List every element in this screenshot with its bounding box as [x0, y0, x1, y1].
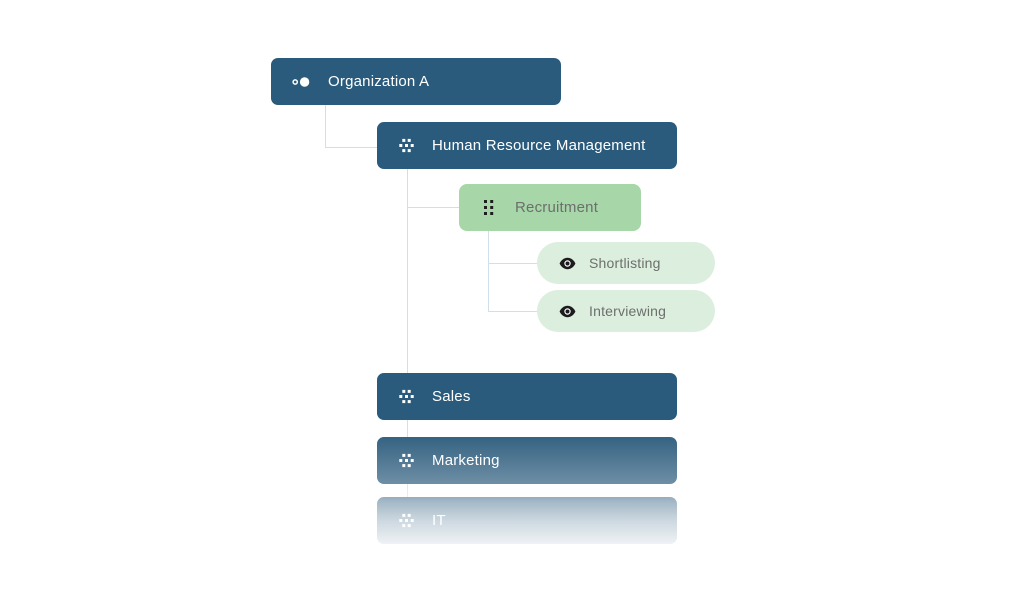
- connector-line: [488, 231, 489, 311]
- connector-line: [488, 263, 537, 264]
- node-label: Marketing: [432, 452, 500, 469]
- node-label: Sales: [432, 388, 471, 405]
- eye-icon[interactable]: [559, 305, 576, 318]
- dot-cluster-icon: [398, 137, 415, 154]
- node-label: Recruitment: [515, 199, 599, 216]
- tree-node-human-resource-management[interactable]: Human Resource Management: [377, 122, 677, 169]
- dot-cluster-icon: [398, 388, 415, 405]
- dot-cluster-icon: [398, 452, 415, 469]
- node-label: Shortlisting: [589, 255, 661, 271]
- eye-icon[interactable]: [559, 257, 576, 270]
- node-label: Interviewing: [589, 303, 667, 319]
- connector-line: [407, 169, 408, 373]
- connector-line: [407, 207, 459, 208]
- connector-line: [488, 311, 537, 312]
- tree-node-recruitment[interactable]: Recruitment: [459, 184, 641, 231]
- tree-node-organization-a[interactable]: Organization A: [271, 58, 561, 105]
- node-label: IT: [432, 512, 446, 529]
- tree-node-marketing[interactable]: Marketing: [377, 437, 677, 484]
- connector-line: [325, 105, 326, 147]
- node-label: Organization A: [328, 73, 430, 90]
- tree-node-shortlisting[interactable]: Shortlisting: [537, 242, 715, 284]
- tree-node-interviewing[interactable]: Interviewing: [537, 290, 715, 332]
- connector-line: [325, 147, 377, 148]
- dot-cluster-icon: [398, 512, 415, 529]
- two-circles-icon: [292, 76, 311, 88]
- connector-line: [407, 420, 408, 437]
- tree-node-it[interactable]: IT: [377, 497, 677, 544]
- connector-line: [407, 484, 408, 497]
- tree-node-sales[interactable]: Sales: [377, 373, 677, 420]
- grip-dots-icon[interactable]: [483, 199, 495, 216]
- node-label: Human Resource Management: [432, 137, 646, 154]
